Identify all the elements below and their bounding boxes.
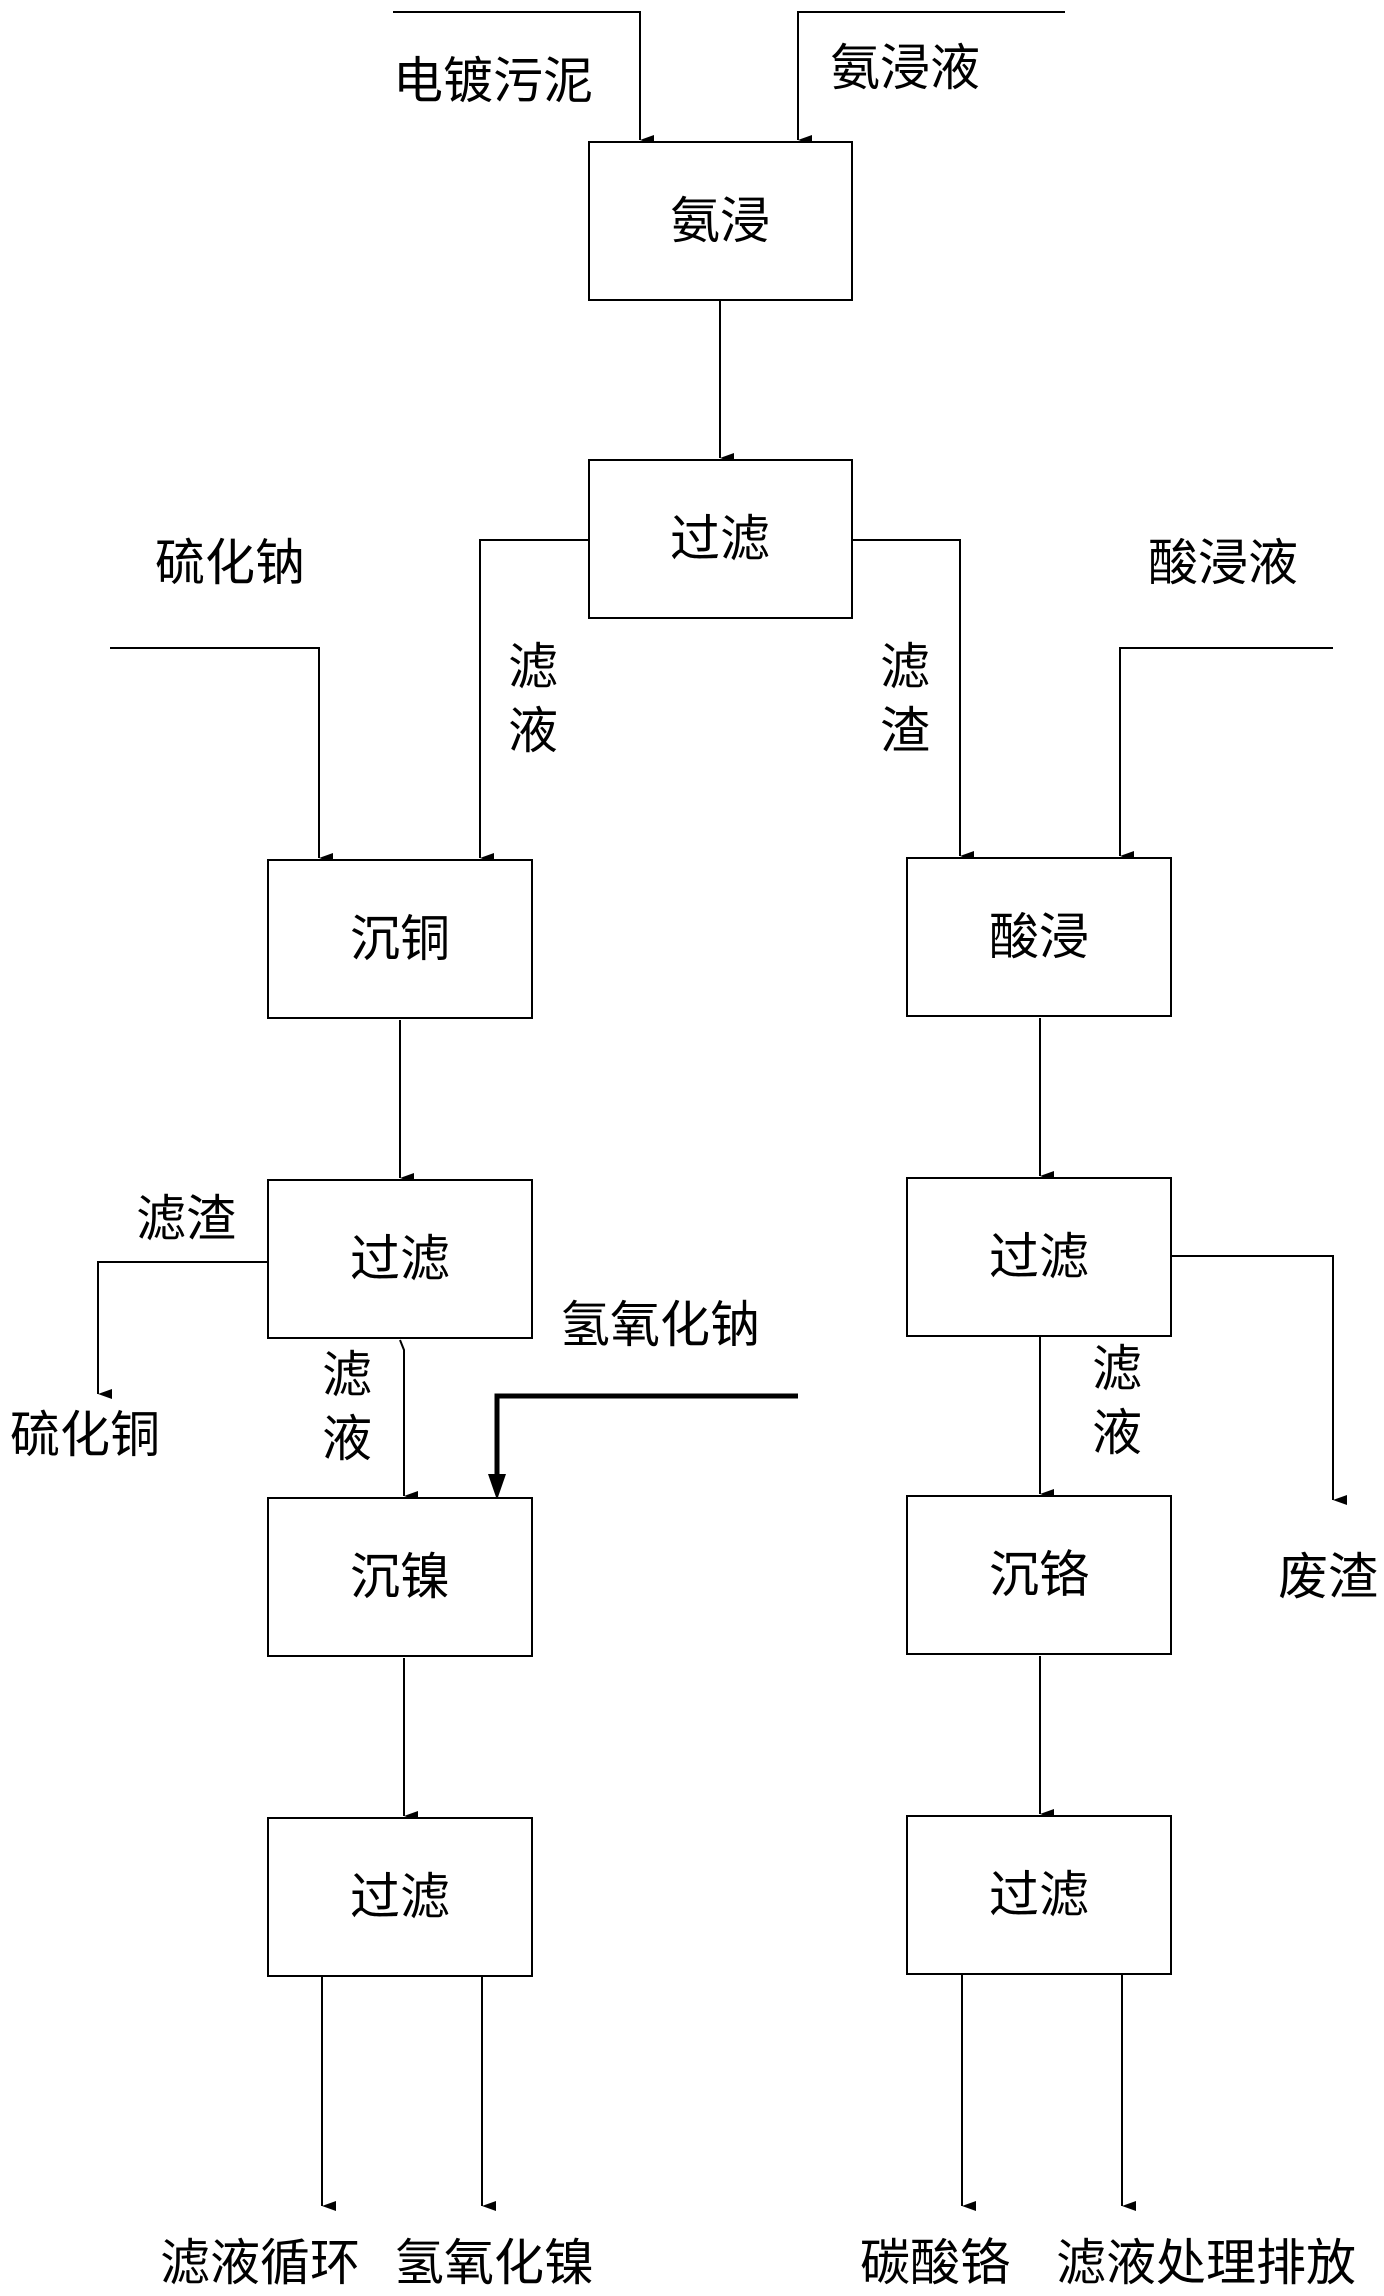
box-filter-nickel: 过滤: [267, 1817, 533, 1977]
label-filtrate-recycle: 滤液循环: [160, 2234, 360, 2292]
acid-liquor-arrow: [1119, 647, 1333, 861]
box-nickel-precipitation: 沉镍: [267, 1497, 533, 1657]
box-ammonia-leach: 氨浸: [588, 141, 853, 301]
label-chromium-carbonate: 碳酸铬: [860, 2234, 1010, 2292]
label-residue-a-2: 渣: [880, 702, 930, 760]
label-residue-a-1: 滤: [880, 638, 930, 696]
label-ammonia-liquor: 氨浸液: [830, 39, 980, 97]
label-filtrate-discharge: 滤液处理排放: [1056, 2234, 1356, 2292]
sludge-arrow: [393, 11, 654, 145]
waste-residue-arrow: [1172, 1255, 1347, 1505]
label-filtrate-a-1: 滤: [508, 638, 558, 696]
label-waste-residue: 废渣: [1278, 1548, 1378, 1606]
label-filtrate-c-2: 液: [1092, 1404, 1142, 1462]
label-sodium-hydroxide: 氢氧化钠: [560, 1296, 760, 1354]
label-filtrate-c-1: 滤: [1092, 1340, 1142, 1398]
label-copper-sulfide: 硫化铜: [10, 1406, 160, 1464]
box-acid-leach-label: 酸浸: [989, 908, 1089, 966]
filtrate-to-nickel-arrow: [399, 1339, 418, 1501]
box-filter-chromium-label: 过滤: [989, 1866, 1089, 1924]
box-filter-1: 过滤: [588, 459, 853, 619]
label-residue-copper: 滤渣: [136, 1190, 236, 1248]
box-filter-acid: 过滤: [906, 1177, 1172, 1337]
connectors: [97, 11, 1347, 2211]
label-acid-liquor: 酸浸液: [1148, 534, 1298, 592]
box-chromium-precipitation-label: 沉铬: [989, 1546, 1089, 1604]
box-filter-copper: 过滤: [267, 1179, 533, 1339]
ammonia-liquor-arrow: [797, 11, 1065, 145]
box-filter-acid-label: 过滤: [989, 1228, 1089, 1286]
box-filter-1-label: 过滤: [670, 510, 770, 568]
box-filter-copper-label: 过滤: [350, 1230, 450, 1288]
label-filtrate-b-1: 滤: [322, 1346, 372, 1404]
label-sodium-sulfide: 硫化钠: [155, 534, 305, 592]
label-filtrate-b-2: 液: [322, 1410, 372, 1468]
label-sludge: 电镀污泥: [393, 52, 593, 110]
residue-to-acid-arrow: [852, 539, 974, 861]
sodium-sulfide-arrow: [110, 647, 333, 863]
box-acid-leach: 酸浸: [906, 857, 1172, 1017]
box-nickel-precipitation-label: 沉镍: [350, 1548, 450, 1606]
label-filtrate-a-2: 液: [508, 702, 558, 760]
box-chromium-precipitation: 沉铬: [906, 1495, 1172, 1655]
box-filter-chromium: 过滤: [906, 1815, 1172, 1975]
copper-sulfide-arrow: [97, 1261, 268, 1399]
box-filter-nickel-label: 过滤: [350, 1868, 450, 1926]
box-copper-precipitation-label: 沉铜: [350, 910, 450, 968]
box-copper-precipitation: 沉铜: [267, 859, 533, 1019]
sodium-hydroxide-arrowhead: [488, 1474, 506, 1500]
label-nickel-hydroxide: 氢氧化镍: [394, 2234, 594, 2292]
sodium-hydroxide-line: [494, 1393, 798, 1480]
box-ammonia-leach-label: 氨浸: [670, 192, 770, 250]
filtrate-to-copper-arrow: [479, 539, 589, 863]
